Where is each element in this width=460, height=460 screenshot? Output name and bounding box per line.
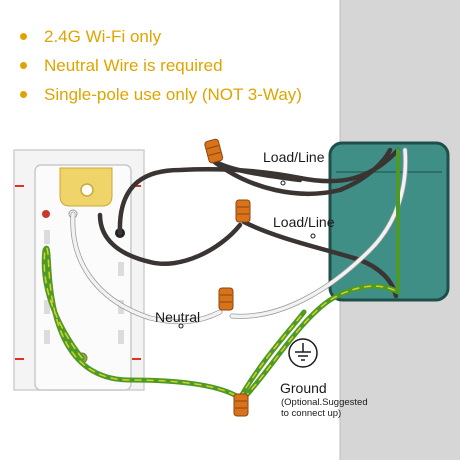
label-load-line-mid: Load/Line — [273, 214, 335, 230]
note-wifi: 2.4G Wi-Fi only — [12, 26, 302, 55]
label-neutral: Neutral — [155, 309, 200, 325]
switch-body — [34, 164, 132, 391]
ground-wires — [41, 245, 401, 401]
label-load-line-top: Load/Line — [263, 149, 325, 165]
note-text: Neutral Wire is required — [44, 56, 223, 75]
strap-screw — [80, 183, 94, 197]
wire-nut-icon — [204, 138, 224, 164]
notes-list: 2.4G Wi-Fi only Neutral Wire is required… — [12, 26, 302, 113]
white-wires — [70, 147, 408, 325]
terminal-red-led — [42, 210, 50, 218]
label-pointers — [178, 180, 316, 329]
label-ground-note-1: (Optional.Suggested — [281, 397, 368, 408]
note-text: Single-pole use only (NOT 3-Way) — [44, 85, 302, 104]
note-text: 2.4G Wi-Fi only — [44, 27, 162, 46]
black-wires — [97, 147, 401, 299]
ground-symbol-icon — [288, 338, 318, 368]
note-single-pole: Single-pole use only (NOT 3-Way) — [12, 84, 302, 113]
wire-nut-icon — [218, 287, 234, 311]
wire-nut-icon — [235, 199, 251, 223]
bullet-icon — [20, 91, 27, 98]
bullet-icon — [20, 62, 27, 69]
label-ground-note-2: to connect up) — [281, 408, 341, 419]
note-neutral: Neutral Wire is required — [12, 55, 302, 84]
label-ground: Ground — [280, 380, 327, 396]
bullet-icon — [20, 33, 27, 40]
wire-nut-icon — [233, 393, 249, 417]
